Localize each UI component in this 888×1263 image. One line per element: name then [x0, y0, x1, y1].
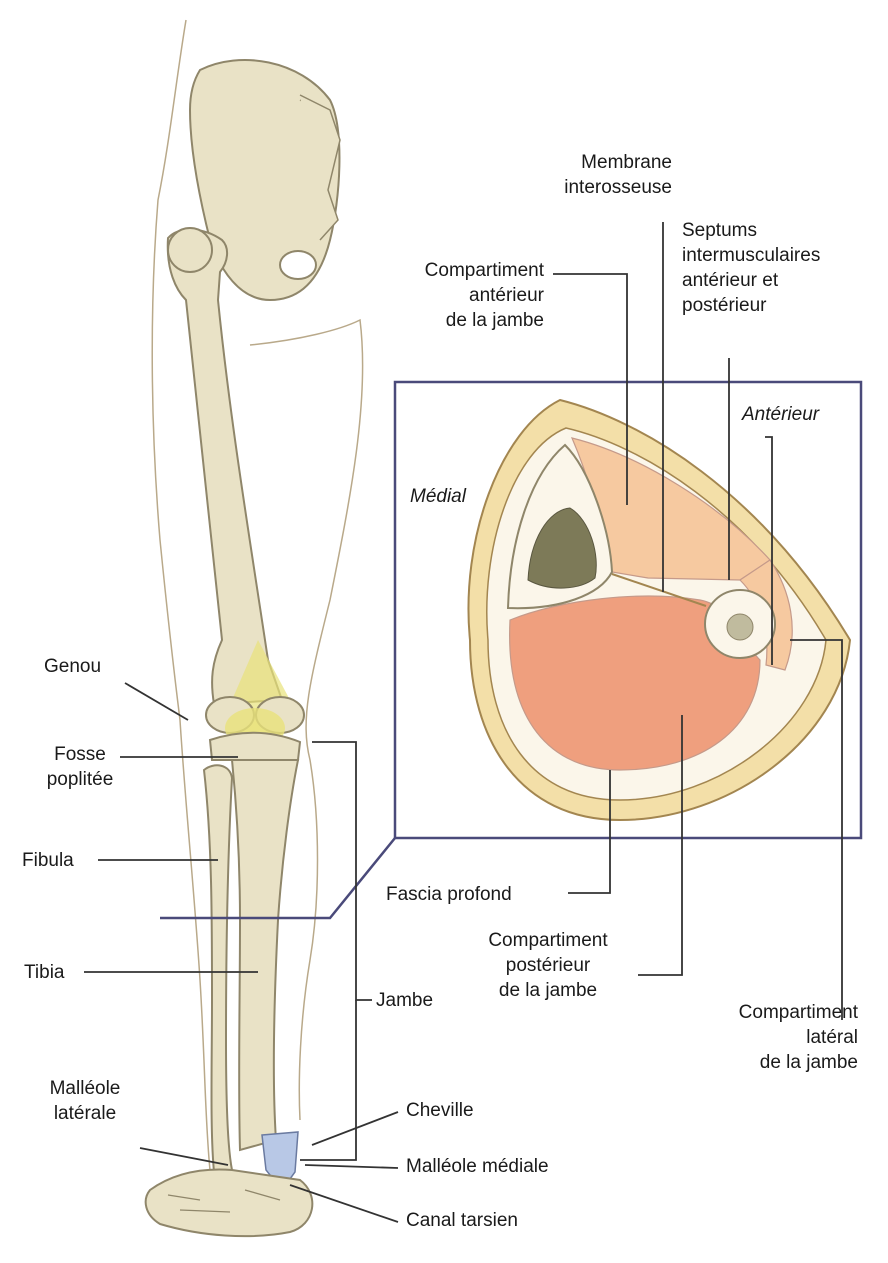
tibia [232, 760, 298, 1150]
fibula-marrow [727, 614, 753, 640]
label-tibia: Tibia [24, 960, 64, 985]
leg-cross-section [468, 400, 850, 820]
label-compartiment-anterieur: Compartiment antérieur de la jambe [360, 258, 544, 333]
foot-bones [146, 1170, 313, 1237]
label-fosse-poplitee: Fosse poplitée [30, 742, 130, 792]
label-fascia-profond: Fascia profond [386, 882, 512, 907]
label-fibula: Fibula [22, 848, 74, 873]
label-compartiment-lateral: Compartiment latéral de la jambe [676, 1000, 858, 1075]
label-compartiment-posterieur: Compartiment postérieur de la jambe [460, 928, 636, 1003]
label-anterieur: Antérieur [742, 402, 819, 427]
label-malleole-laterale: Malléole latérale [30, 1076, 140, 1126]
label-septums-intermusculaires: Septums intermusculaires antérieur et po… [682, 218, 820, 318]
label-malleole-mediale: Malléole médiale [406, 1154, 549, 1179]
fibula [204, 765, 232, 1172]
label-genou: Genou [44, 654, 101, 679]
label-cheville: Cheville [406, 1098, 474, 1123]
label-membrane-interosseuse: Membrane interosseuse [496, 150, 672, 200]
label-canal-tarsien: Canal tarsien [406, 1208, 518, 1233]
label-medial: Médial [410, 484, 466, 509]
label-jambe: Jambe [376, 988, 433, 1013]
